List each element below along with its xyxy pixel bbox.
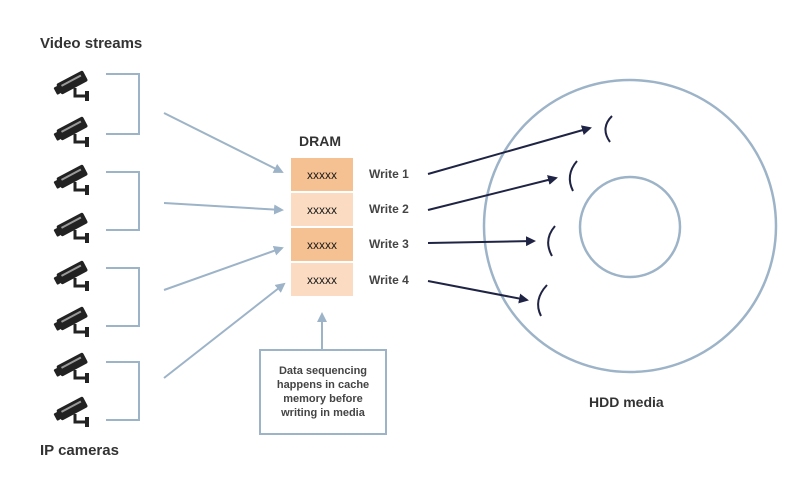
- dram-cell: xxxxx: [291, 158, 353, 191]
- hdd-media-label: HDD media: [589, 394, 664, 410]
- write-arrow-3: [427, 236, 536, 247]
- security-camera-icon: [53, 352, 95, 384]
- dram-cell: xxxxx: [291, 228, 353, 261]
- stream-arrow-2: [163, 202, 284, 215]
- bracket-group-4: [106, 361, 140, 421]
- bracket-group-1: [106, 73, 140, 135]
- write-arrow-1: [427, 125, 592, 175]
- write-label-1: Write 1: [369, 167, 409, 181]
- data-arc-2: [568, 160, 578, 192]
- dram-cell: xxxxx: [291, 193, 353, 226]
- security-camera-icon: [53, 396, 95, 428]
- data-arc-1: [604, 115, 613, 143]
- stream-arrow-4: [163, 282, 286, 379]
- security-camera-icon: [53, 164, 95, 196]
- ip-cameras-label: IP cameras: [40, 442, 119, 459]
- security-camera-icon: [53, 306, 95, 338]
- bracket-group-3: [106, 267, 140, 327]
- written-data-arcs: [537, 115, 613, 317]
- cache-note-box: Data sequencing happens in cache memory …: [259, 349, 387, 435]
- camera-group-brackets: [106, 73, 140, 421]
- bracket-group-2: [106, 171, 140, 231]
- write-label-4: Write 4: [369, 273, 409, 287]
- security-camera-icon: [53, 70, 95, 102]
- write-arrow-2: [427, 175, 558, 211]
- write-label-2: Write 2: [369, 202, 409, 216]
- hdd-spindle: [578, 175, 682, 279]
- data-arc-3: [547, 225, 556, 257]
- security-camera-icon: [53, 212, 95, 244]
- dram-title: DRAM: [299, 133, 341, 149]
- security-camera-icon: [53, 116, 95, 148]
- stream-arrow-3: [163, 245, 284, 291]
- write-arrows: [427, 125, 592, 304]
- hdd-platter: [482, 78, 778, 374]
- data-arc-4: [537, 284, 548, 317]
- security-camera-icon: [53, 260, 95, 292]
- dram-cell: xxxxx: [291, 263, 353, 296]
- video-streams-label: Video streams: [40, 35, 143, 52]
- write-label-3: Write 3: [369, 237, 409, 251]
- stream-arrows: [163, 112, 286, 379]
- stream-arrow-1: [163, 112, 284, 173]
- write-arrow-4: [427, 280, 529, 304]
